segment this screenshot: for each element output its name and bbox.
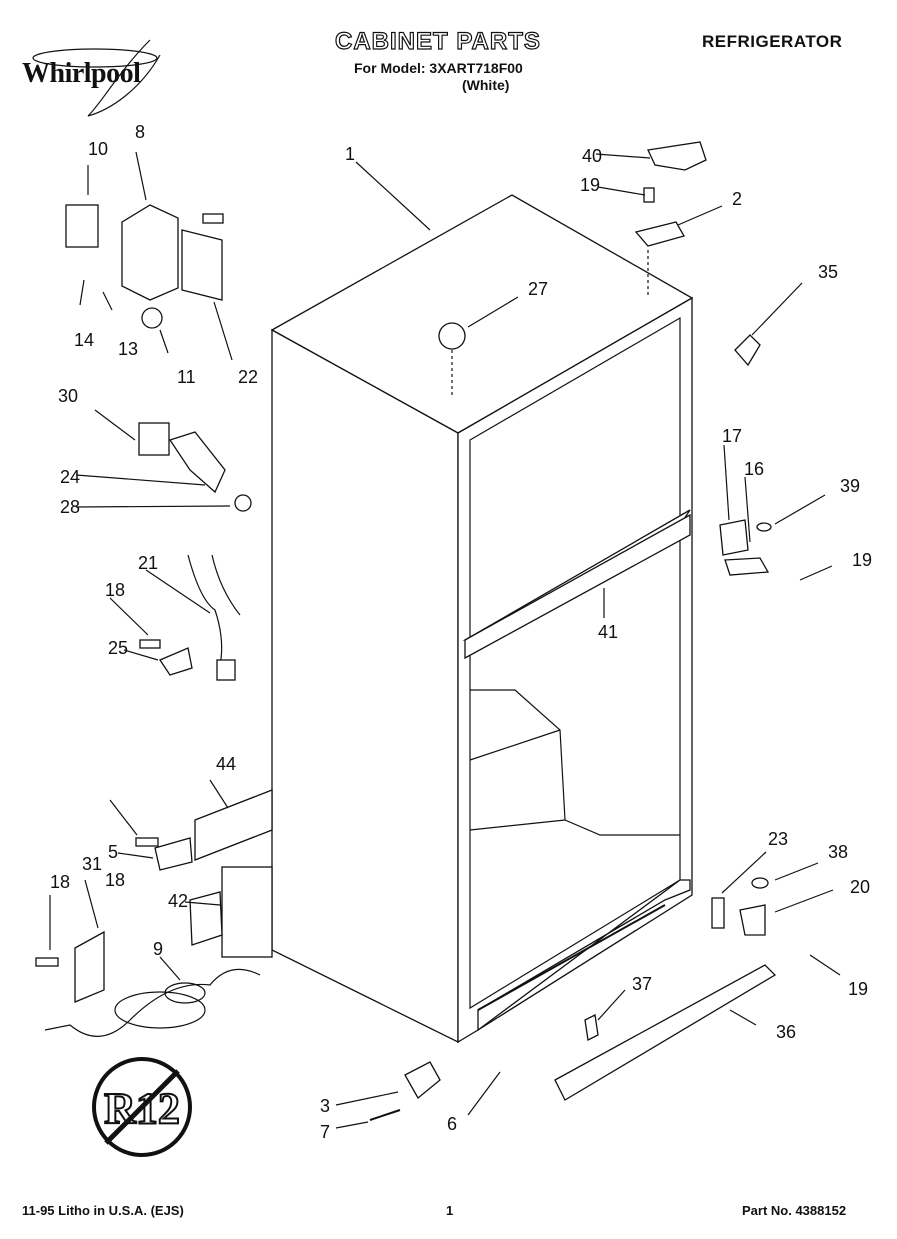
callout-19: 19 [852, 550, 872, 570]
top-hinge-parts [438, 141, 761, 395]
callout-labels: 1235678910111314161718181819191920212223… [50, 122, 872, 1142]
callout-36: 36 [776, 1022, 796, 1042]
callout-10: 10 [88, 139, 108, 159]
leader-lines [49, 151, 841, 1129]
footer-part-number: Part No. 4388152 [742, 1203, 847, 1218]
callout-8: 8 [135, 122, 145, 142]
callout-14: 14 [74, 330, 94, 350]
page-title: CABINET PARTS [334, 27, 541, 55]
cabinet-body [270, 194, 694, 1044]
product-category: REFRIGERATOR [702, 32, 843, 51]
callout-21: 21 [138, 553, 158, 573]
whirlpool-logo [32, 39, 161, 117]
callout-35: 35 [818, 262, 838, 282]
callout-40: 40 [582, 146, 602, 166]
callout-39: 39 [840, 476, 860, 496]
callout-13: 13 [118, 339, 138, 359]
callout-42: 42 [168, 891, 188, 911]
brand-name: Whirlpool [22, 58, 141, 89]
footer-litho: 11-95 Litho in U.S.A. (EJS) [22, 1203, 184, 1218]
callout-37: 37 [632, 974, 652, 994]
callout-23: 23 [768, 829, 788, 849]
r12-prohibited-badge: R12 [92, 1057, 192, 1157]
callout-5: 5 [108, 842, 118, 862]
model-number: For Model: 3XART718F00 [354, 60, 523, 76]
callout-28: 28 [60, 497, 80, 517]
callout-27: 27 [528, 279, 548, 299]
footer-page-number: 1 [446, 1203, 454, 1218]
callout-18: 18 [105, 870, 125, 890]
callout-22: 22 [238, 367, 258, 387]
callout-1: 1 [345, 144, 355, 164]
callout-16: 16 [744, 459, 764, 479]
callout-31: 31 [82, 854, 102, 874]
lower-left-parts [35, 789, 273, 1037]
callout-20: 20 [850, 877, 870, 897]
callout-6: 6 [447, 1114, 457, 1134]
callout-7: 7 [320, 1122, 330, 1142]
callout-11: 11 [177, 367, 196, 387]
callout-19: 19 [848, 979, 868, 999]
callout-3: 3 [320, 1096, 330, 1116]
callout-24: 24 [60, 467, 80, 487]
callout-41: 41 [598, 622, 618, 642]
callout-38: 38 [828, 842, 848, 862]
callout-44: 44 [216, 754, 236, 774]
callout-25: 25 [108, 638, 128, 658]
callout-18: 18 [50, 872, 70, 892]
callout-9: 9 [153, 939, 163, 959]
callout-17: 17 [722, 426, 742, 446]
model-color: (White) [462, 77, 510, 93]
callout-18: 18 [105, 580, 125, 600]
callout-30: 30 [58, 386, 78, 406]
control-components [65, 204, 252, 681]
callout-2: 2 [732, 189, 742, 209]
callout-19: 19 [580, 175, 600, 195]
bottom-parts [369, 519, 777, 1121]
